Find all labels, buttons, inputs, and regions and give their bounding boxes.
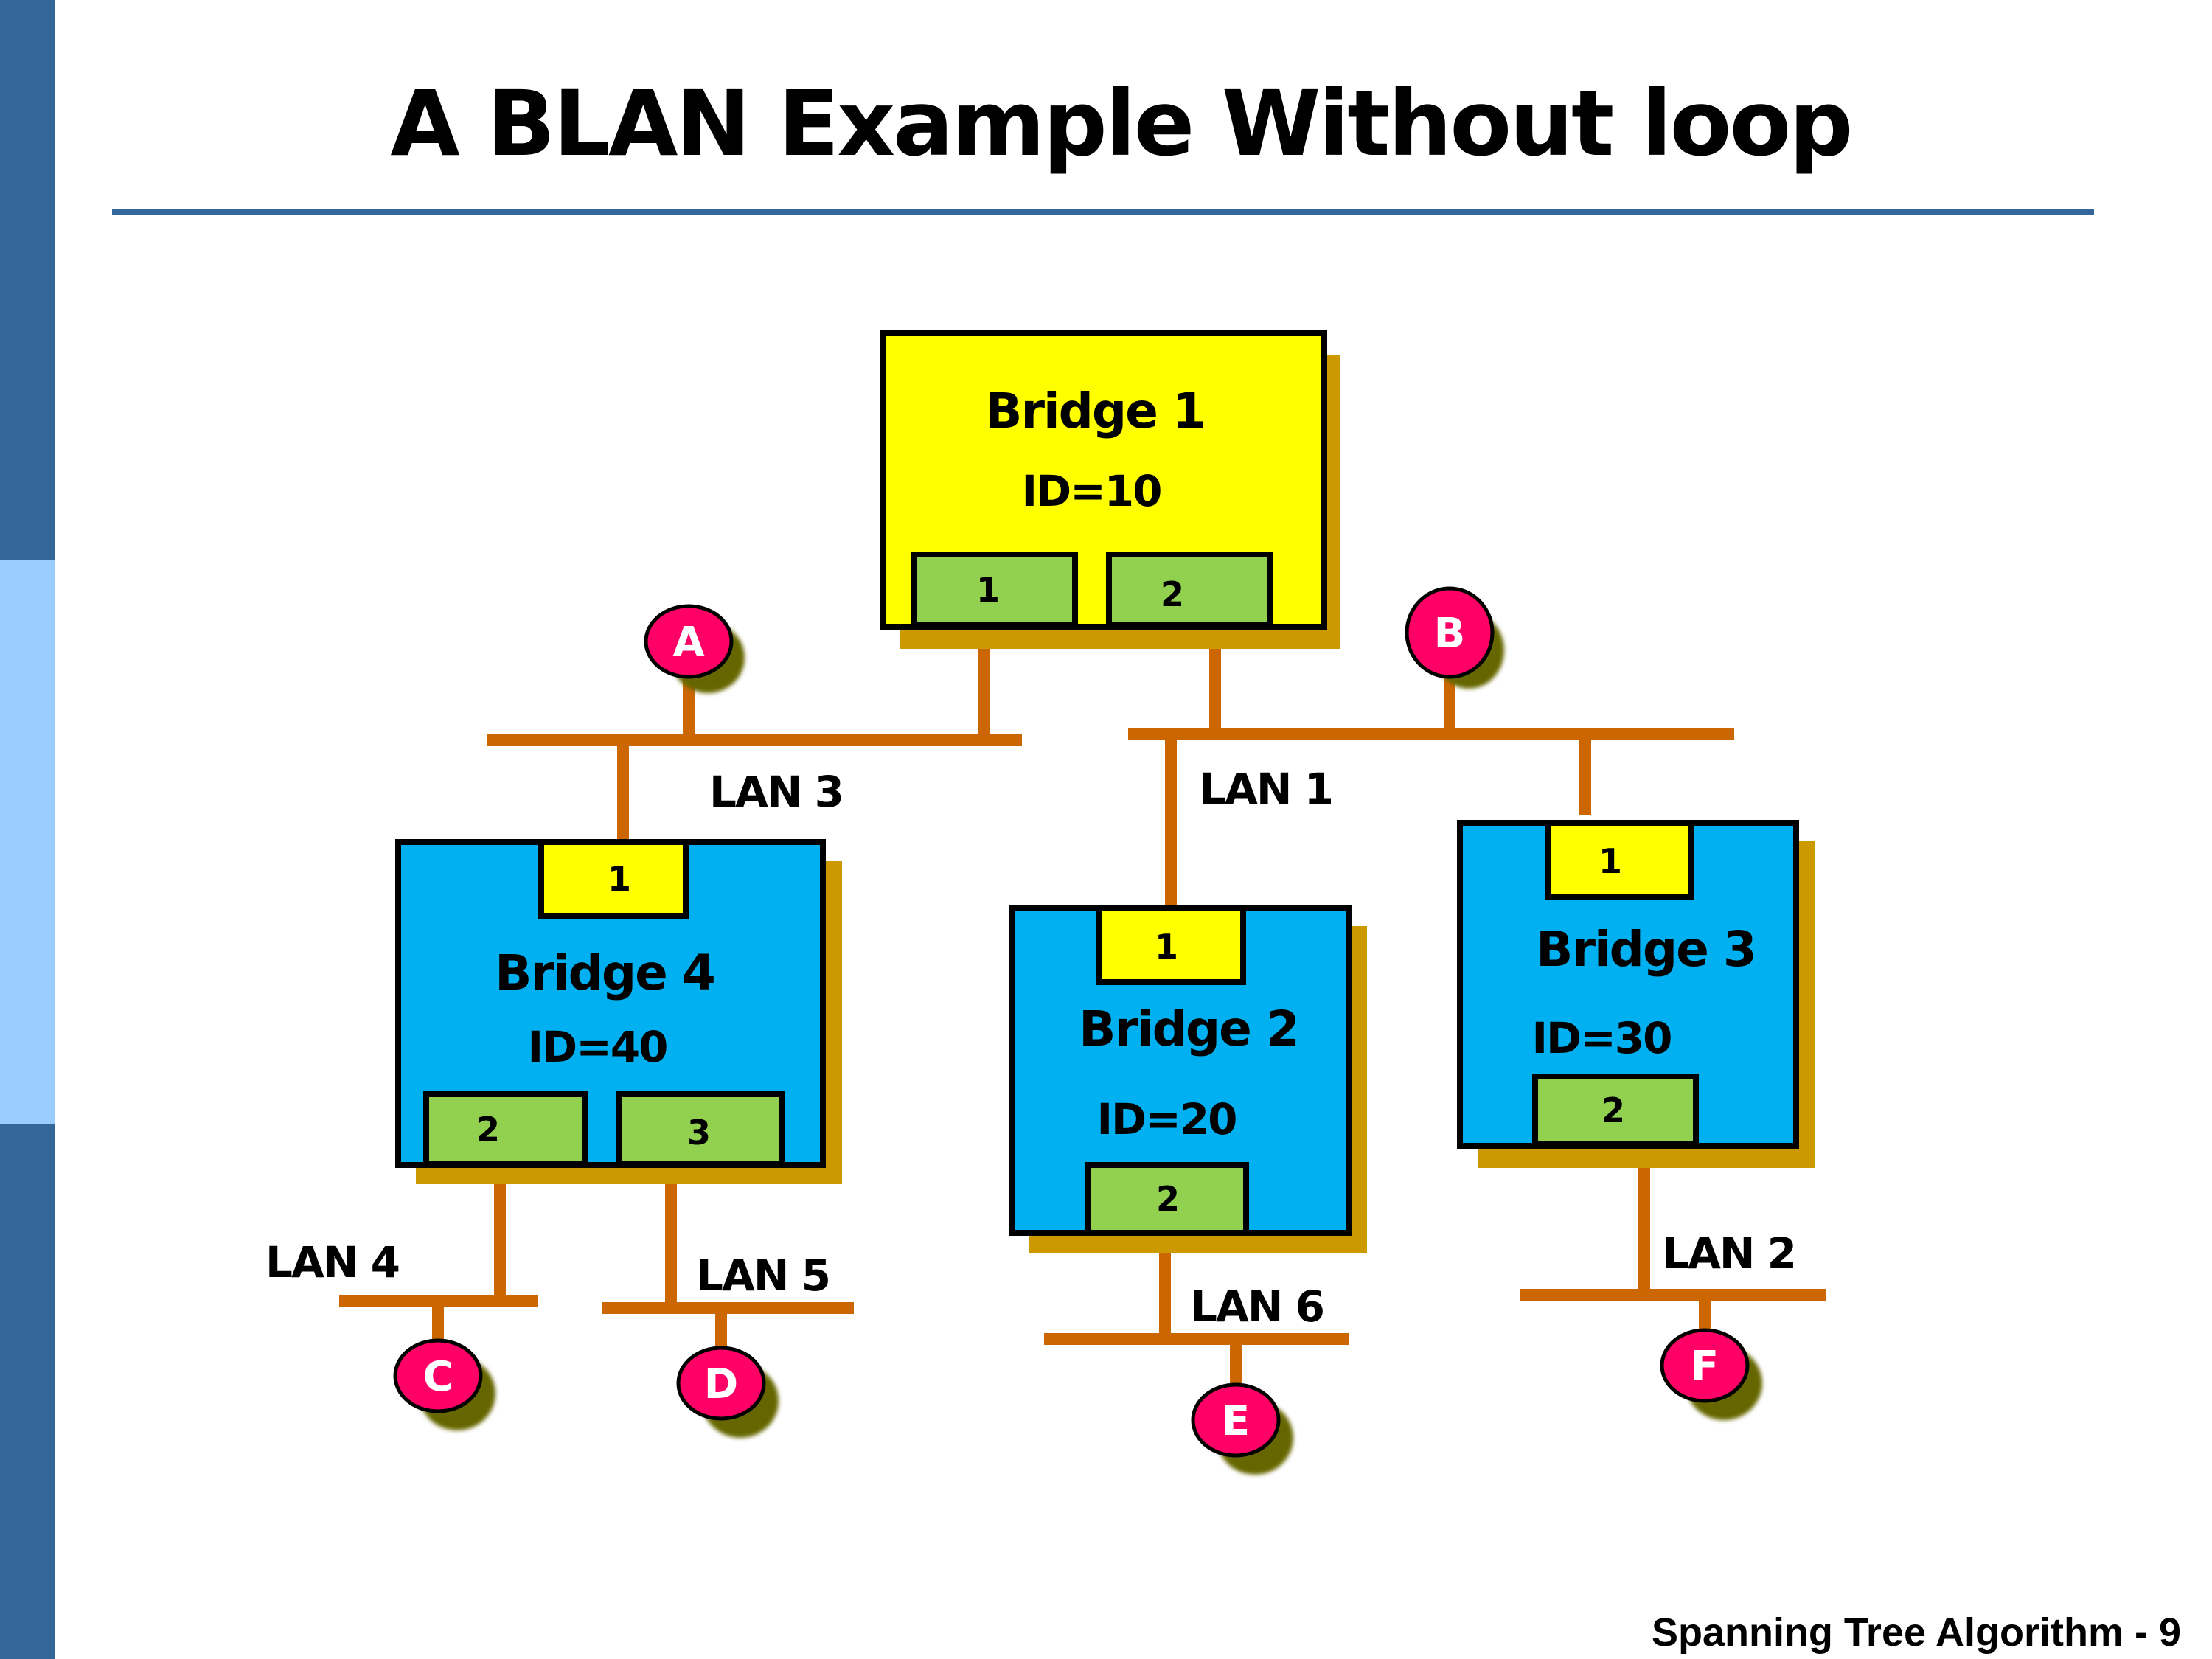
lan2-label: LAN 2 [1662, 1228, 1795, 1279]
bridge-4-port-2-label: 2 [476, 1110, 500, 1150]
bridge-4-id: ID=40 [527, 1022, 667, 1072]
lan1-to-bridge3-port1 [1579, 734, 1591, 815]
sidebar-top [0, 0, 55, 560]
bridge-3-port-1[interactable] [1545, 820, 1694, 900]
lan5-to-node-d [715, 1308, 727, 1349]
node-d-circle [676, 1346, 766, 1421]
sidebar-middle [0, 560, 55, 1124]
node-e[interactable]: E [1191, 1382, 1293, 1475]
lan4-label: LAN 4 [265, 1237, 399, 1287]
lan1-to-bridge1-port2 [1209, 625, 1221, 734]
lan3-to-bridge1-port1 [978, 625, 990, 740]
node-e-label: E [1222, 1397, 1250, 1445]
bridge-4[interactable]: 1 Bridge 4 ID=40 2 3 [395, 839, 842, 1184]
sidebar-bottom [0, 1124, 55, 1659]
lan5-to-bridge4-port3 [665, 1164, 677, 1308]
lan3-label: LAN 3 [709, 767, 843, 817]
lan6-to-node-e [1230, 1339, 1242, 1383]
node-d-label: D [704, 1360, 738, 1408]
lan1-to-bridge2-port1 [1165, 734, 1177, 908]
lan2-to-node-f [1699, 1295, 1711, 1332]
node-c-label: C [422, 1353, 453, 1401]
node-b[interactable]: B [1405, 586, 1504, 689]
bridge-4-name: Bridge 4 [495, 945, 714, 1001]
bridge-2-port-2-label: 2 [1156, 1179, 1180, 1219]
node-b-label: B [1434, 610, 1466, 658]
lan2-bus [1520, 1289, 1826, 1301]
bridge-4-port-3[interactable] [616, 1091, 785, 1166]
node-f-circle [1660, 1328, 1750, 1403]
node-d[interactable]: D [676, 1346, 779, 1438]
bridge-1-port-1-label: 1 [976, 570, 1000, 610]
bridge-1-port-2[interactable] [1106, 552, 1273, 628]
bridge-3[interactable]: 1 Bridge 3 ID=30 2 [1457, 820, 1815, 1168]
bridge-3-id: ID=30 [1531, 1013, 1671, 1063]
lan2-to-bridge3-port2 [1638, 1144, 1650, 1295]
bridge-3-port-1-label: 1 [1599, 841, 1622, 881]
bridge-2-id: ID=20 [1096, 1094, 1236, 1144]
bridge-4-port-1[interactable] [538, 839, 689, 919]
lan5-bus [602, 1302, 854, 1314]
bridge-2-name: Bridge 2 [1079, 1001, 1298, 1057]
node-b-circle [1405, 586, 1495, 679]
node-f-label: F [1691, 1343, 1719, 1391]
bridge-1-port-2-label: 2 [1161, 574, 1184, 614]
node-f[interactable]: F [1660, 1328, 1762, 1420]
bridge-1-name: Bridge 1 [985, 383, 1205, 439]
lan6-to-bridge2-port2 [1159, 1233, 1171, 1339]
lan-wires [339, 625, 1826, 1383]
bridge-4-port-3-label: 3 [687, 1113, 711, 1152]
bridge-3-port-2-label: 2 [1601, 1091, 1625, 1130]
bridge-1[interactable]: Bridge 1 ID=10 1 2 [880, 330, 1340, 649]
bridge-4-port-2[interactable] [423, 1091, 588, 1166]
node-a-circle [644, 604, 734, 679]
node-a[interactable]: A [644, 604, 745, 693]
bridge-1-id: ID=10 [1021, 466, 1161, 516]
lan4-to-node-c [432, 1301, 444, 1342]
bridge-1-port-1[interactable] [911, 552, 1078, 628]
node-c-circle [393, 1338, 483, 1413]
title-rule [112, 209, 2094, 215]
slide-footer: Spanning Tree Algorithm - 9 [1652, 1610, 2181, 1655]
lan6-bus [1044, 1333, 1349, 1345]
bridge-3-port-2[interactable] [1532, 1074, 1699, 1147]
node-c[interactable]: C [393, 1338, 495, 1430]
bridge-4-port-1-label: 1 [608, 859, 631, 899]
lan5-label: LAN 5 [696, 1251, 830, 1301]
lan1-label: LAN 1 [1199, 764, 1332, 814]
lan6-label: LAN 6 [1190, 1281, 1324, 1332]
bridge-2-port-1-label: 1 [1155, 927, 1178, 967]
bridge-2[interactable]: 1 Bridge 2 ID=20 2 [1009, 905, 1367, 1253]
lan4-to-bridge4-port2 [494, 1164, 506, 1301]
node-e-circle [1191, 1382, 1281, 1458]
bridge-3-name: Bridge 3 [1536, 921, 1756, 978]
lan3-bus [487, 734, 1022, 746]
bridge-2-port-1[interactable] [1096, 905, 1246, 985]
node-a-label: A [672, 619, 705, 667]
slide-title: A BLAN Example Without loop [390, 72, 1851, 176]
lan3-to-bridge4-port1 [617, 740, 629, 842]
bridge-2-port-2[interactable] [1085, 1162, 1249, 1236]
